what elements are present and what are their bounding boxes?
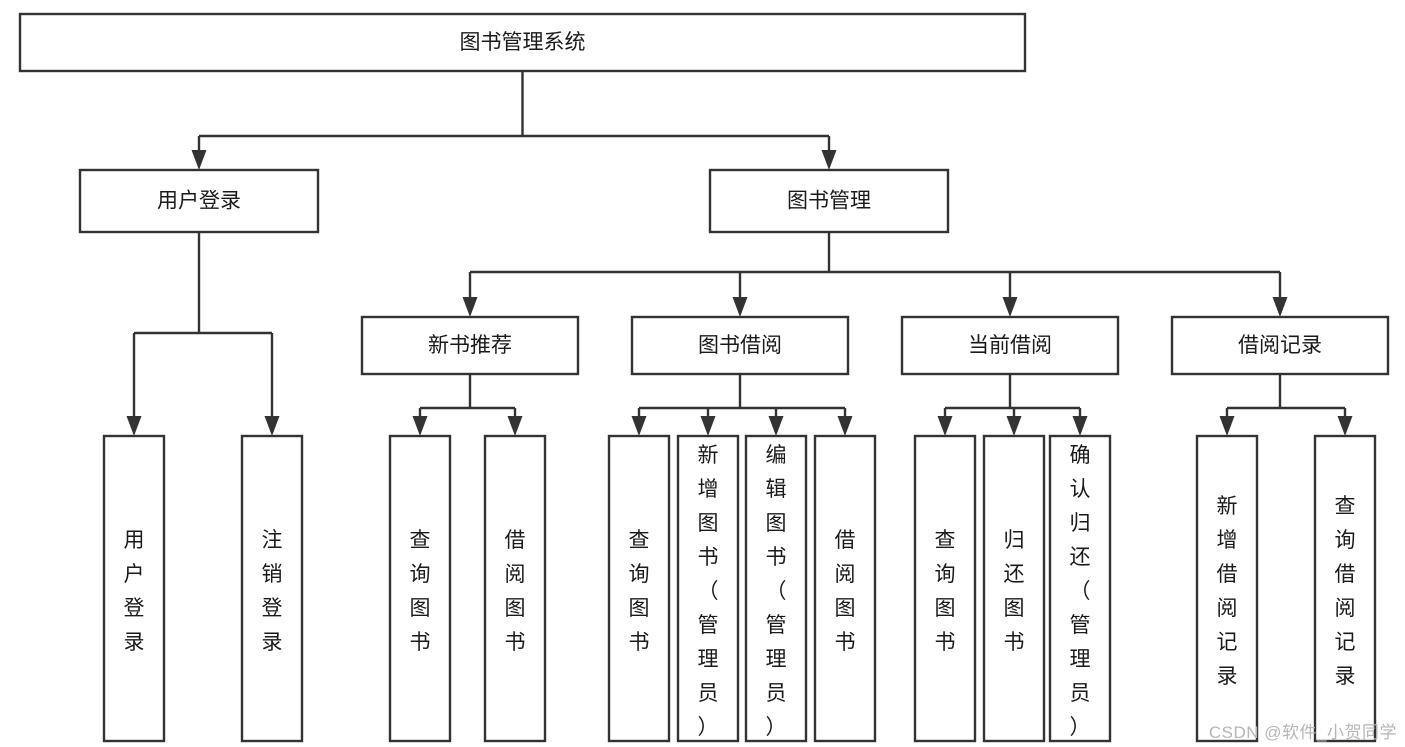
node-box-login[interactable]: [78, 168, 320, 234]
node-label-records: 借阅记录: [1238, 334, 1322, 357]
node-box-root[interactable]: [18, 12, 1027, 73]
node-leaf-bo-edit[interactable]: 编辑图书（管理员）: [744, 434, 808, 743]
node-label-borrow: 图书借阅: [698, 334, 782, 357]
nodes-layer: 图书管理系统用户登录图书管理新书推荐图书借阅当前借阅借阅记录用户登录注销登录查询…: [18, 12, 1390, 743]
node-leaf-bo-borrow[interactable]: 借阅图书: [813, 434, 877, 743]
node-label-leaf-cu-return: 归还图书: [1004, 529, 1025, 654]
node-leaf-user-logout[interactable]: 注销登录: [240, 434, 304, 743]
node-label-leaf-bo-query: 查询图书: [629, 529, 650, 654]
node-current[interactable]: 当前借阅: [900, 315, 1120, 376]
edge-group-borrow: [631, 374, 853, 436]
node-newbook[interactable]: 新书推荐: [360, 315, 580, 376]
node-box-leaf-bo-edit[interactable]: [744, 434, 808, 743]
node-box-bookmgmt[interactable]: [708, 168, 950, 234]
node-box-leaf-cu-confirm[interactable]: [1048, 434, 1112, 743]
edge-group-login: [126, 232, 280, 436]
node-box-records[interactable]: [1170, 315, 1390, 376]
edge-group-root: [191, 71, 837, 170]
node-label-login: 用户登录: [157, 190, 241, 213]
node-leaf-user-login[interactable]: 用户登录: [102, 434, 166, 743]
node-leaf-bo-query[interactable]: 查询图书: [607, 434, 671, 743]
node-box-leaf-bo-borrow[interactable]: [813, 434, 877, 743]
node-label-root: 图书管理系统: [460, 31, 586, 54]
node-box-current[interactable]: [900, 315, 1120, 376]
node-label-leaf-user-logout: 注销登录: [262, 529, 283, 654]
node-label-bookmgmt: 图书管理: [787, 190, 871, 213]
node-leaf-re-query[interactable]: 查询借阅记录: [1313, 434, 1377, 743]
node-leaf-cu-confirm[interactable]: 确认归还（管理员）: [1048, 434, 1112, 743]
node-box-leaf-re-query[interactable]: [1313, 434, 1377, 743]
node-leaf-cu-return[interactable]: 归还图书: [982, 434, 1046, 743]
node-label-leaf-user-login: 用户登录: [124, 529, 145, 654]
node-box-leaf-user-logout[interactable]: [240, 434, 304, 743]
node-box-leaf-re-add[interactable]: [1195, 434, 1259, 743]
node-leaf-nb-query[interactable]: 查询图书: [388, 434, 452, 743]
node-box-leaf-nb-borrow[interactable]: [483, 434, 547, 743]
node-label-leaf-nb-borrow: 借阅图书: [505, 529, 526, 654]
node-label-leaf-cu-confirm: 确认归还（管理员）: [1070, 444, 1091, 739]
node-login[interactable]: 用户登录: [78, 168, 320, 234]
node-label-leaf-bo-borrow: 借阅图书: [835, 529, 856, 654]
edge-group-bookmgmt: [462, 232, 1288, 317]
node-borrow[interactable]: 图书借阅: [630, 315, 850, 376]
node-box-leaf-cu-return[interactable]: [982, 434, 1046, 743]
node-root[interactable]: 图书管理系统: [18, 12, 1027, 73]
csdn-watermark: CSDN @软件_小贺同学: [1208, 723, 1397, 742]
node-box-leaf-bo-add[interactable]: [676, 434, 740, 743]
edge-group-newbook: [412, 374, 523, 436]
node-box-leaf-nb-query[interactable]: [388, 434, 452, 743]
node-leaf-bo-add[interactable]: 新增图书（管理员）: [676, 434, 740, 743]
node-leaf-re-add[interactable]: 新增借阅记录: [1195, 434, 1259, 743]
edge-group-records: [1219, 374, 1353, 436]
node-bookmgmt[interactable]: 图书管理: [708, 168, 950, 234]
node-box-newbook[interactable]: [360, 315, 580, 376]
node-leaf-nb-borrow[interactable]: 借阅图书: [483, 434, 547, 743]
node-label-leaf-re-query: 查询借阅记录: [1335, 495, 1356, 688]
node-records[interactable]: 借阅记录: [1170, 315, 1390, 376]
edge-group-current: [937, 374, 1088, 436]
node-box-leaf-bo-query[interactable]: [607, 434, 671, 743]
node-label-leaf-bo-edit: 编辑图书（管理员）: [766, 444, 787, 739]
node-label-newbook: 新书推荐: [428, 334, 512, 357]
node-box-leaf-cu-query[interactable]: [913, 434, 977, 743]
node-leaf-cu-query[interactable]: 查询图书: [913, 434, 977, 743]
edges-layer: [126, 71, 1353, 436]
node-label-leaf-nb-query: 查询图书: [410, 529, 431, 654]
node-label-leaf-bo-add: 新增图书（管理员）: [698, 444, 719, 739]
node-label-current: 当前借阅: [968, 334, 1052, 357]
node-label-leaf-re-add: 新增借阅记录: [1217, 495, 1238, 688]
node-box-leaf-user-login[interactable]: [102, 434, 166, 743]
node-box-borrow[interactable]: [630, 315, 850, 376]
node-label-leaf-cu-query: 查询图书: [935, 529, 956, 654]
